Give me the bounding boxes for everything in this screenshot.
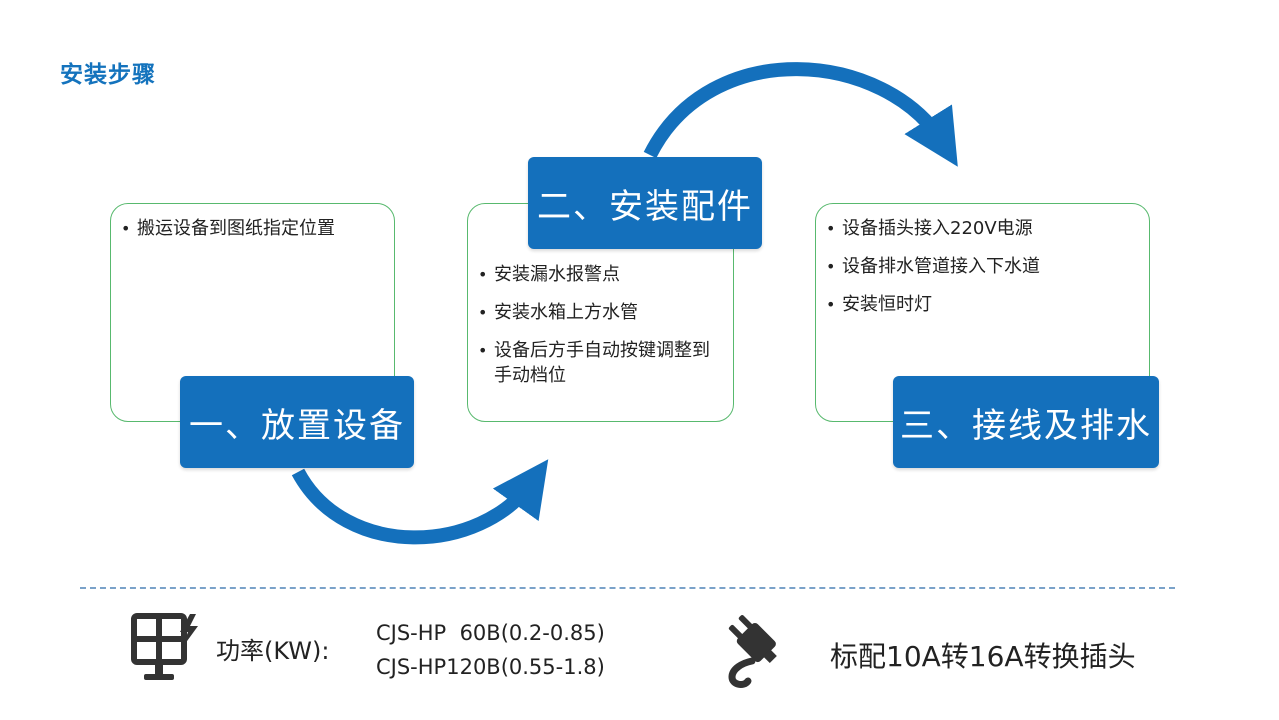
step3-label: 三、接线及排水 [893,376,1159,468]
step1-label: 一、放置设备 [180,376,414,468]
step3-item: 设备插头接入220V电源 [824,216,1139,241]
divider [80,587,1175,589]
solar-panel-lightning-icon [131,613,198,680]
arrow-step2-to-step3 [643,62,958,167]
plug-adapter-text: 标配10A转16A转换插头 [830,640,1136,673]
step3-item: 安装恒时灯 [824,292,1139,317]
step2-item: 安装漏水报警点 [476,262,721,287]
power-plug-icon [728,615,777,688]
step2-item: 设备后方手自动按键调整到手动档位 [476,338,721,388]
power-label: 功率(KW): [216,637,330,665]
arrow-step1-to-step2 [291,459,549,545]
model-line-1: CJS-HP 60B(0.2-0.85) [376,621,605,645]
step3-item: 设备排水管道接入下水道 [824,254,1139,279]
model-line-2: CJS-HP120B(0.55-1.8) [376,655,605,679]
page-title: 安装步骤 [60,62,156,88]
step2-item: 安装水箱上方水管 [476,300,721,325]
step1-item: 搬运设备到图纸指定位置 [119,216,384,241]
step2-label: 二、安装配件 [528,157,762,249]
